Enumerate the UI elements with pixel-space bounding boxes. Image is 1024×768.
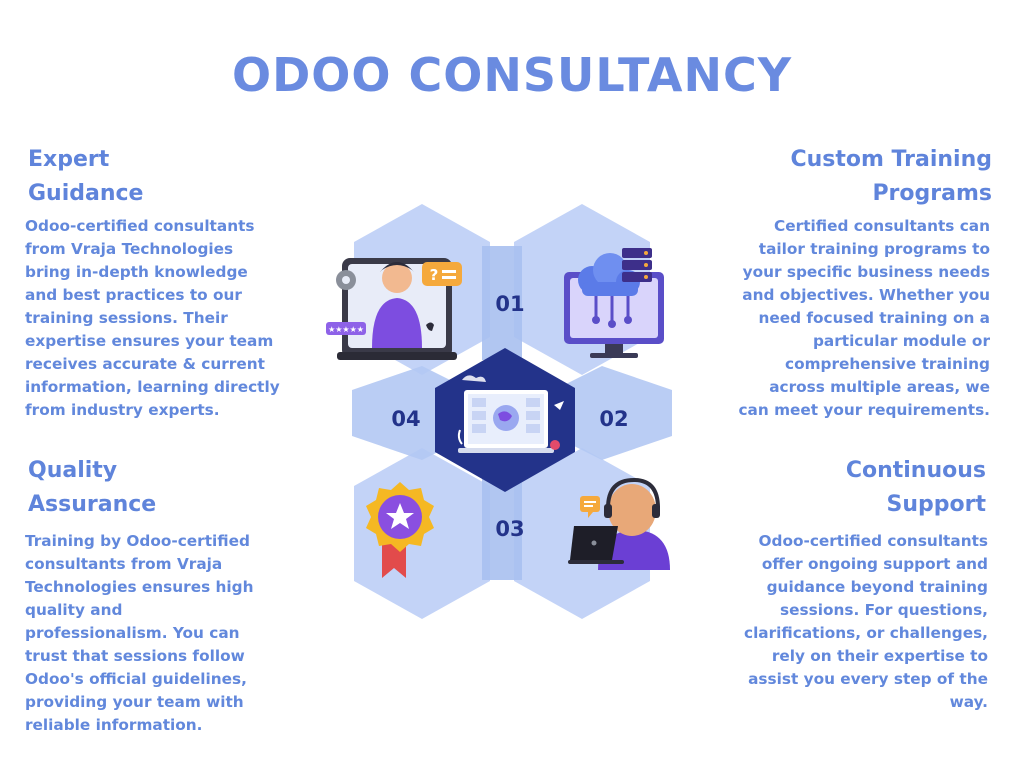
- label-01: 01: [495, 292, 524, 316]
- label-02: 02: [599, 407, 628, 431]
- dashboard-laptop-icon: [457, 375, 564, 453]
- headset-agent-laptop-icon: [568, 477, 670, 570]
- hexagon-diagram: 01 02 03 04 ★★★★★ ?: [326, 204, 672, 619]
- page-title: ODOO CONSULTANCY: [231, 48, 793, 102]
- continuous-support-text: Odoo-certified consultants offer ongoing…: [744, 532, 988, 711]
- help-bubble-text: ?: [430, 266, 439, 284]
- quality-assurance-heading: Quality Assurance: [28, 458, 157, 517]
- quality-assurance-text: Training by Odoo-certified consultants f…: [25, 532, 254, 734]
- overlap-bottom: [482, 465, 522, 580]
- continuous-support-heading: Continuous Support: [845, 458, 986, 517]
- overlap-right: [554, 366, 672, 460]
- label-04: 04: [391, 407, 420, 431]
- custom-training-text: Certified consultants can tailor trainin…: [738, 217, 990, 419]
- cloud-server-monitor-icon: [564, 248, 664, 358]
- expert-guidance-heading: Expert Guidance: [28, 147, 144, 206]
- overlap-top: [482, 246, 522, 360]
- support-agent-icon: ★★★★★ ?: [326, 258, 462, 360]
- label-03: 03: [495, 517, 524, 541]
- custom-training-heading: Custom Training Programs: [790, 147, 992, 206]
- award-badge-icon: [366, 482, 434, 578]
- expert-guidance-text: Odoo-certified consultants from Vraja Te…: [25, 217, 280, 419]
- rating-stars: ★★★★★: [328, 325, 364, 334]
